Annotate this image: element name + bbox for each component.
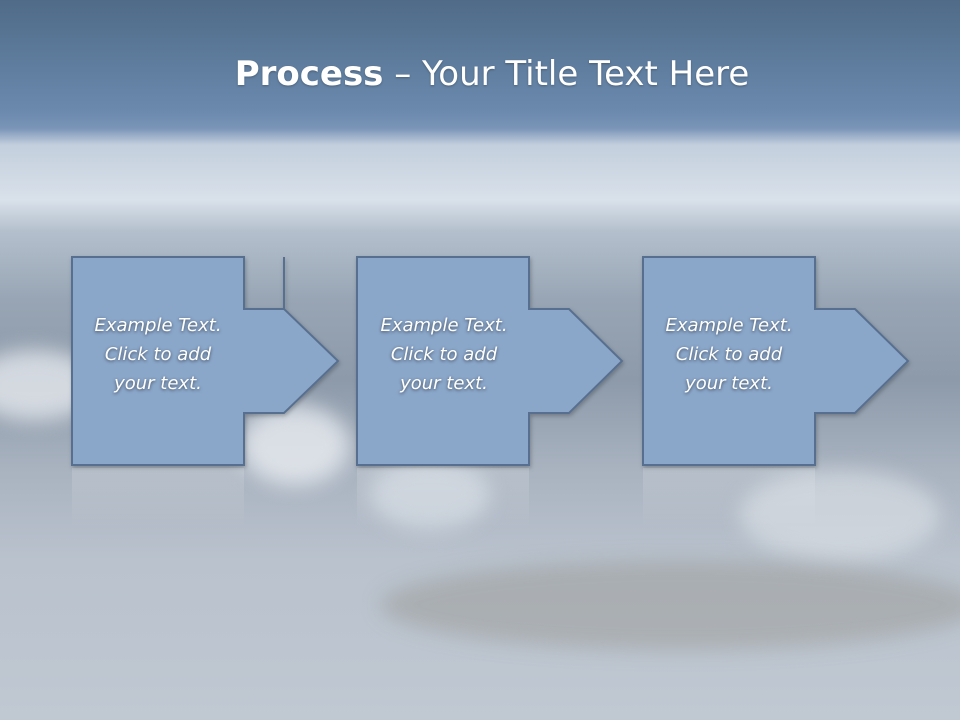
background-blur bbox=[380, 560, 960, 650]
background-blur bbox=[240, 405, 350, 485]
step-box-2 bbox=[356, 256, 624, 466]
step-shape-1[interactable] bbox=[71, 256, 340, 466]
step-text-line: your text. bbox=[685, 373, 773, 394]
step-shape-3[interactable] bbox=[642, 256, 910, 466]
step-reflections bbox=[72, 468, 815, 528]
step-reflection-3 bbox=[643, 468, 815, 528]
step-text-line: Click to add bbox=[104, 344, 212, 365]
step-shape-2[interactable] bbox=[356, 256, 624, 466]
step-text-line: Example Text. bbox=[94, 315, 222, 336]
step-box-1 bbox=[71, 256, 340, 466]
step-text-3[interactable]: Example Text. Click to add your text. bbox=[643, 311, 815, 398]
step-text-line: your text. bbox=[114, 373, 202, 394]
step-text-line: Example Text. bbox=[380, 315, 508, 336]
step-reflection-1 bbox=[72, 468, 244, 528]
step-reflection-2 bbox=[357, 468, 529, 528]
step-box-3 bbox=[642, 256, 910, 466]
step-text-line: your text. bbox=[400, 373, 488, 394]
title-bold: Process bbox=[234, 54, 384, 94]
step-text-2[interactable]: Example Text. Click to add your text. bbox=[358, 311, 530, 398]
step-text-line: Click to add bbox=[390, 344, 498, 365]
step-text-line: Example Text. bbox=[665, 315, 793, 336]
step-text-line: Click to add bbox=[675, 344, 783, 365]
title-rest: – Your Title Text Here bbox=[383, 54, 750, 94]
slide-title[interactable]: Process – Your Title Text Here bbox=[0, 54, 960, 94]
step-text-1[interactable]: Example Text. Click to add your text. bbox=[72, 311, 244, 398]
